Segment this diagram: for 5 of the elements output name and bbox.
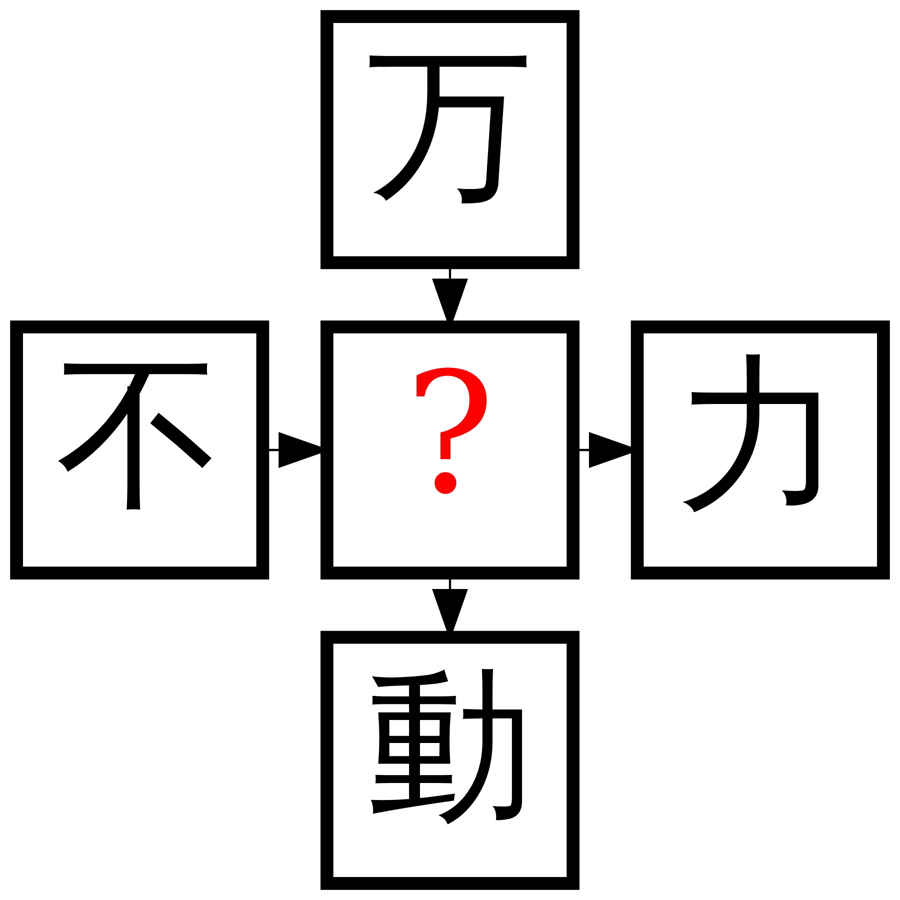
node-box: 動 (320, 630, 580, 890)
node-box: ? (320, 320, 580, 580)
node-box: 不 (10, 320, 270, 580)
node-box: 万 (320, 10, 580, 270)
node-box: 力 (630, 320, 890, 580)
